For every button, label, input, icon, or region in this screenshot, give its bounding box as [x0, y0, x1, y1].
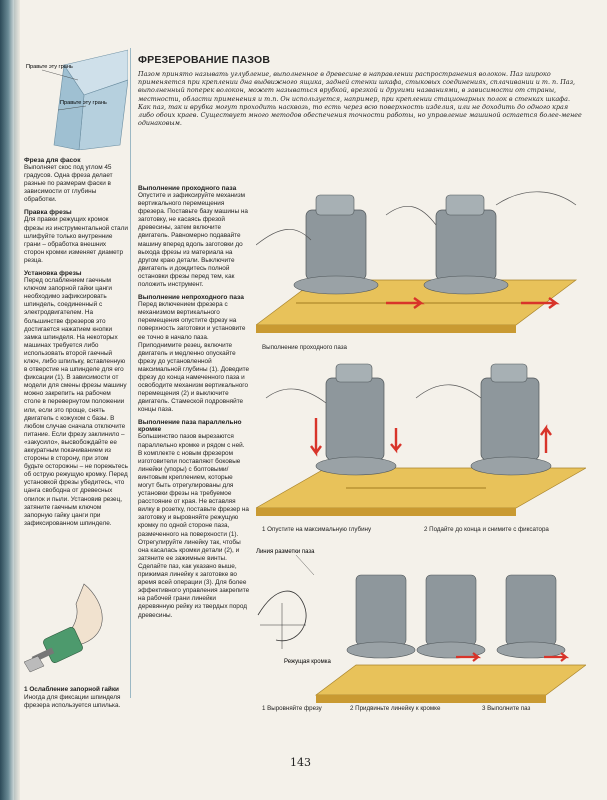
- sidebar-heading-sharpen: Правка фрезы: [24, 209, 72, 217]
- sidebar-heading-chamfer: Фреза для фасок: [24, 157, 81, 164]
- collet-nut-wrench-illustration: [24, 583, 103, 673]
- cutting-edge-label: Режущая кромка: [284, 659, 331, 665]
- heading-stopped-groove: Выполнение непроходного паза: [138, 294, 244, 302]
- heading-parallel-groove: Выполнение паза параллельно кромке: [138, 419, 242, 434]
- caption-stopped-1: 1 Опустите на максимальную глубину: [262, 526, 372, 533]
- page-title: ФРЕЗЕРОВАНИЕ ПАЗОВ: [138, 54, 271, 66]
- caption-through-groove: Выполнение проходного паза: [262, 344, 347, 351]
- heading-through-groove: Выполнение проходного паза: [138, 185, 237, 192]
- page-number: 143: [290, 756, 311, 769]
- wrench-caption-text: Иногда для фиксации шпинделя фрезера исп…: [24, 694, 121, 710]
- marking-line-label: Линия разметки паза: [256, 549, 315, 555]
- main-text-column: Выполнение проходного паза Опустите и за…: [138, 185, 250, 623]
- parallel-groove-illustration: Линия разметки паза Режущая кромка: [256, 549, 586, 703]
- caption-fence-1: 1 Выровняйте фрезу: [262, 705, 322, 712]
- text-parallel-groove: Большинство пазов вырезаются параллельно…: [138, 433, 250, 619]
- fig-label-2: Правьте эту грань: [60, 100, 107, 106]
- wrench-caption: 1 Ослабление запорной гайки Иногда для ф…: [24, 686, 128, 710]
- sidebar-text-sharpen: Для правки режущих кромок фрезы из инстр…: [24, 216, 128, 264]
- wrench-caption-head: 1 Ослабление запорной гайки: [24, 686, 119, 693]
- caption-fence-2: 2 Придвиньте линейку к кромке: [350, 705, 441, 712]
- sidebar-text-install: Перед ослаблением гаечным ключом запорно…: [24, 277, 128, 527]
- chamfer-bit-edge-diagram: Правьте эту грань Правьте эту грань: [26, 49, 128, 150]
- intro-text: Пазом принято называть углубление, выпол…: [138, 70, 582, 128]
- through-groove-illustration: [256, 191, 578, 333]
- stopped-groove-illustration: [256, 363, 586, 516]
- book-spine-edge: [14, 0, 20, 800]
- text-stopped-groove: Перед включением фрезера с механизмом ве…: [138, 301, 250, 414]
- sidebar-heading-install: Установка фрезы: [24, 270, 82, 278]
- sidebar-divider: [130, 48, 131, 698]
- book-spine: [0, 0, 14, 800]
- text-through-groove: Опустите и зафиксируйте механизм вертика…: [138, 192, 248, 289]
- sidebar-text: Фреза для фасок Выполняет скос под углом…: [24, 152, 128, 528]
- sidebar-text-chamfer: Выполняет скос под углом 45 градусов. Од…: [24, 164, 113, 204]
- caption-fence-3: 3 Выполните паз: [482, 705, 531, 712]
- fig-label-1: Правьте эту грань: [26, 64, 73, 70]
- caption-stopped-2: 2 Подайте до конца и снимите с фиксатора: [424, 526, 549, 533]
